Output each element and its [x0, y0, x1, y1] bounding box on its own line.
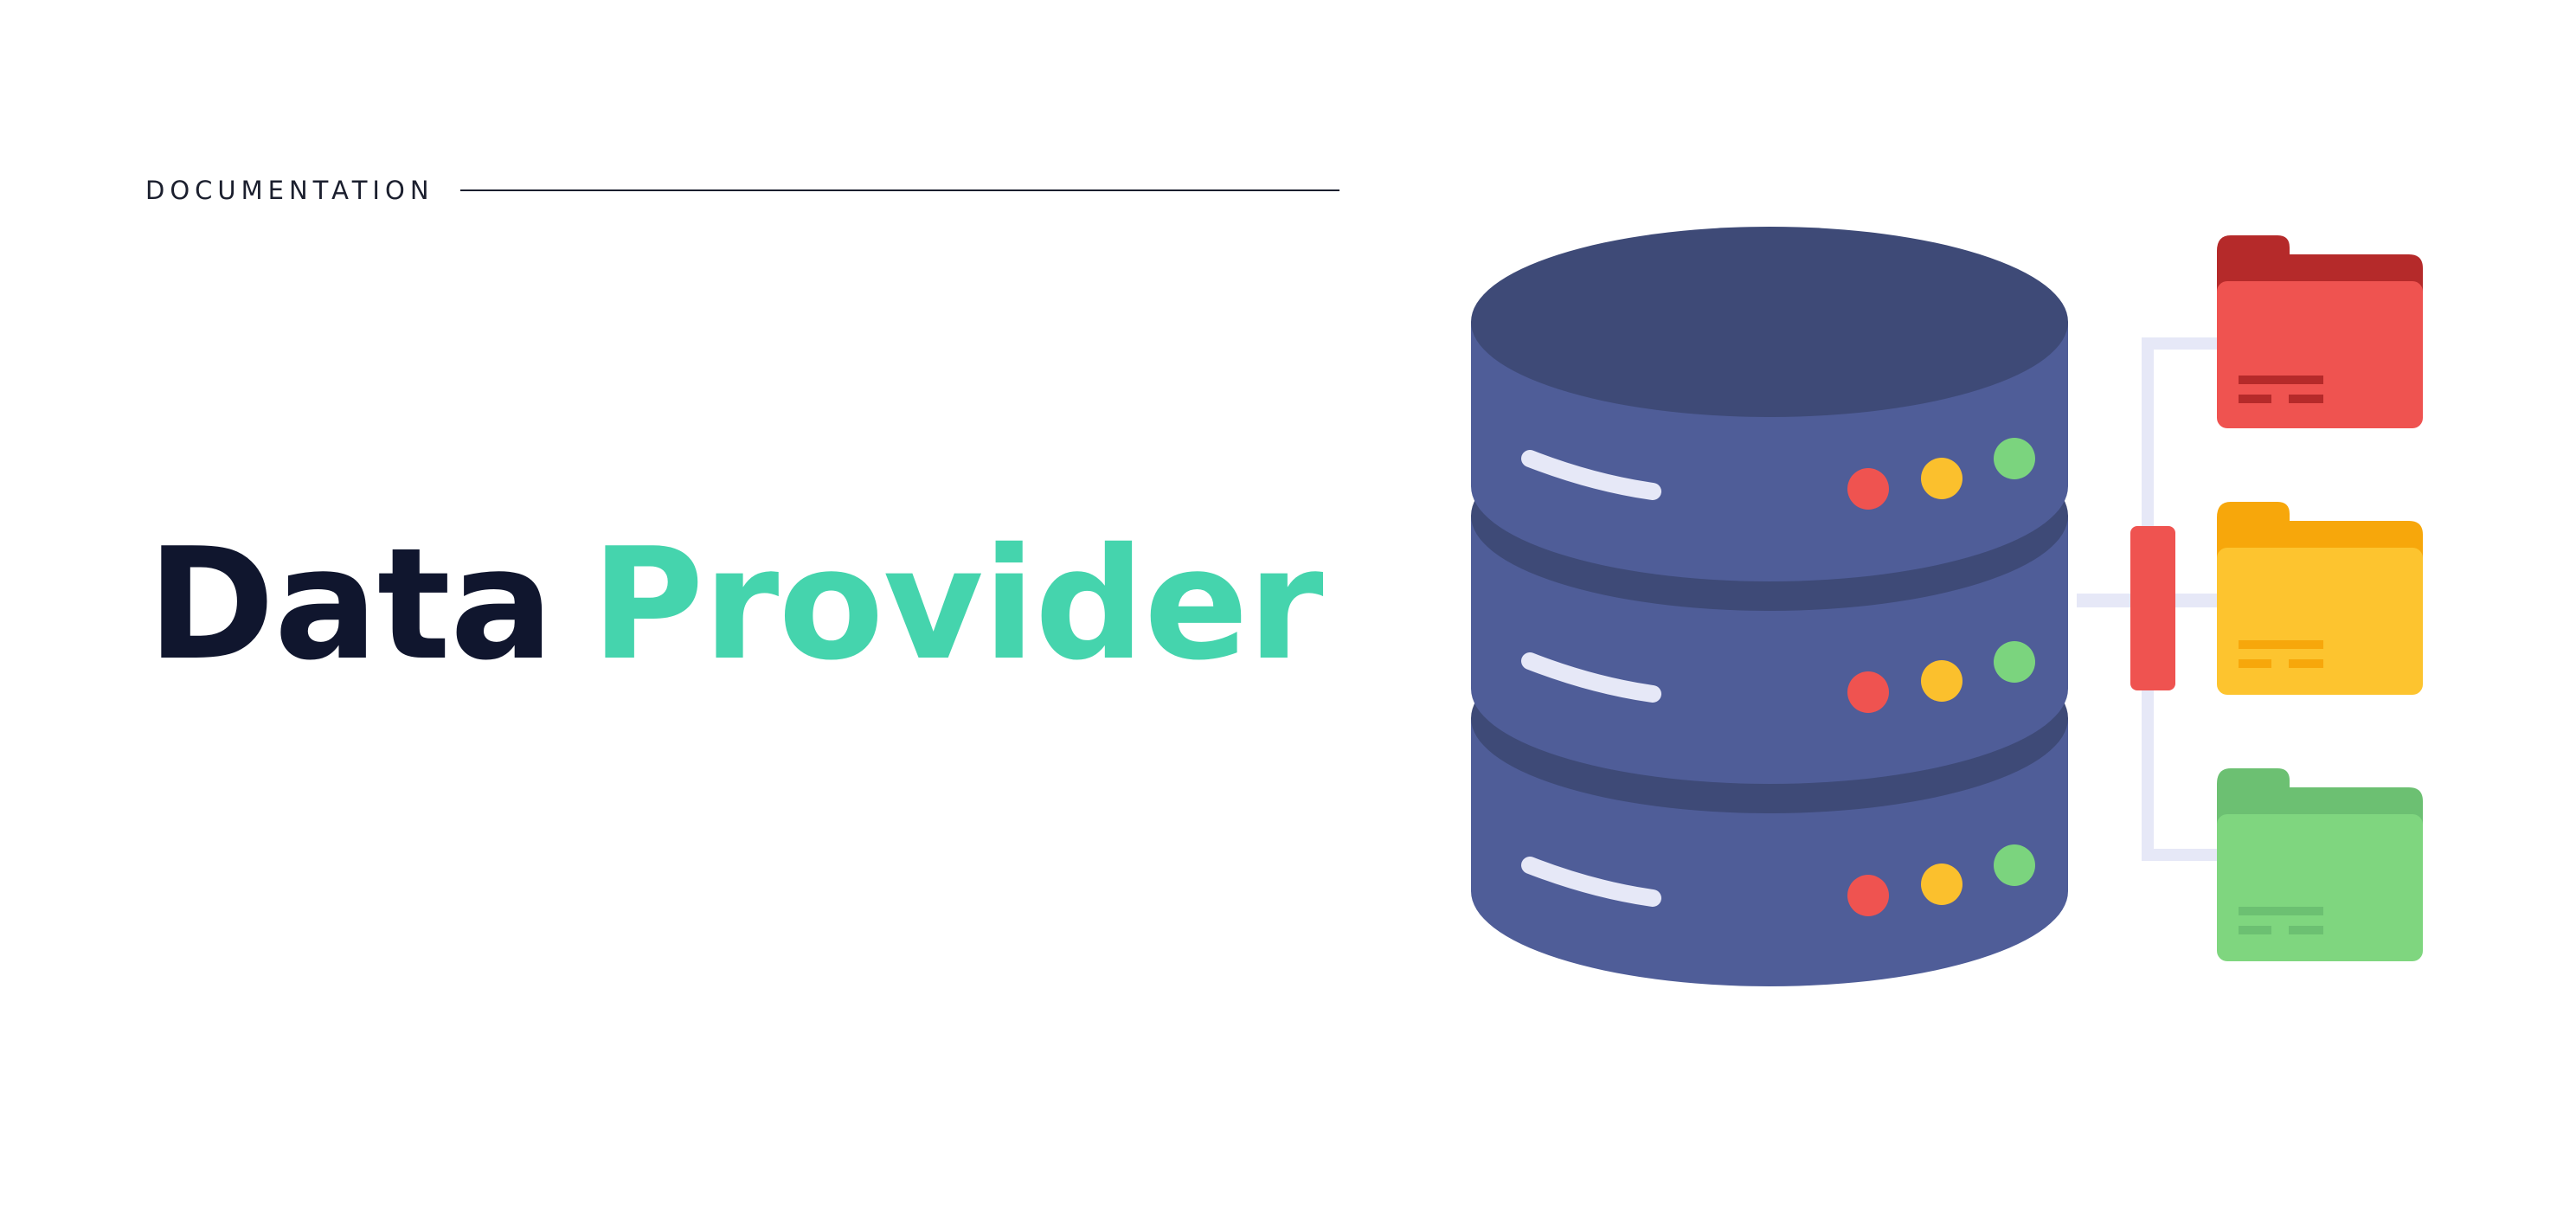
title-word-data: Data	[147, 515, 554, 694]
database-icon	[1471, 227, 2068, 986]
eyebrow-label: DOCUMENTATION	[145, 176, 434, 205]
folder-icon	[2217, 768, 2423, 961]
eyebrow-row: DOCUMENTATION	[145, 170, 1339, 211]
data-provider-illustration	[1471, 227, 2423, 986]
folder-icon	[2217, 235, 2423, 428]
eyebrow-divider	[459, 189, 1339, 191]
title-word-provider: Provider	[591, 515, 1323, 694]
connector-hub	[2130, 526, 2175, 690]
folder-icon	[2217, 502, 2423, 695]
